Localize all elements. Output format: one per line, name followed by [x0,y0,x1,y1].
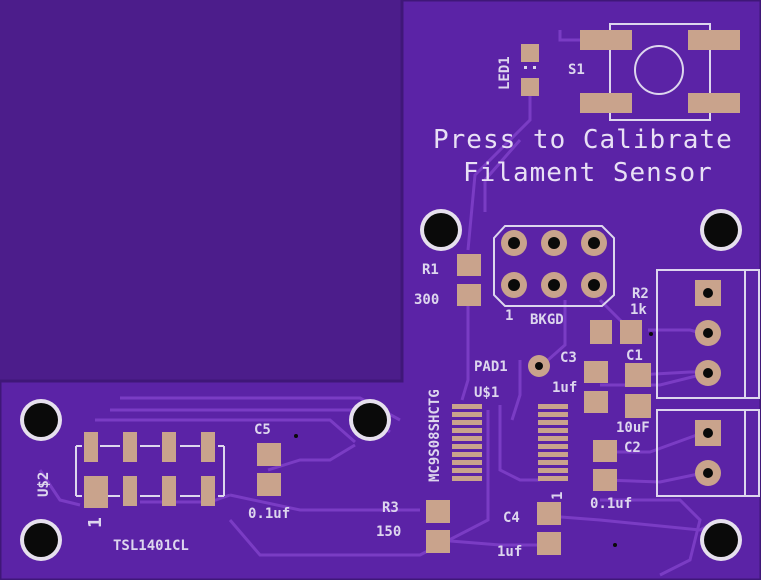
c2-pad [593,469,617,491]
switch-s1-footprint [580,23,740,121]
bkgd-pin1-label: 1 [505,308,513,324]
mcu-right-pins [538,404,568,481]
mounting-hole-icon [420,209,462,251]
c5-value: 0.1uf [248,506,290,522]
through-hole-pad-icon [695,280,721,306]
c2-pad [593,440,617,462]
through-hole-pad-icon [695,460,721,486]
c4-pad [537,532,561,555]
c3-label: C3 [560,350,577,366]
terminal-block-3pin [656,269,760,399]
c2-value: 0.1uf [590,496,632,512]
r2-value: 1k [630,302,647,318]
r2-pad [590,320,612,344]
mcu-pin1-label: 1 [550,492,566,500]
calibrate-text-line1: Press to Calibrate [433,125,733,155]
r1-label: R1 [422,262,439,278]
smd-pad-icon [580,30,632,50]
through-hole-pad-icon [541,272,567,298]
mounting-hole-icon [349,399,391,441]
c3-value: 1uf [552,380,577,396]
bkgd-label: BKGD [530,312,564,328]
mcu-left-pins [452,404,482,481]
r1-value: 300 [414,292,439,308]
r3-value: 150 [376,524,401,540]
c1-pad [625,363,651,387]
smd-pad-icon [688,30,740,50]
through-hole-pad-icon [581,272,607,298]
c5-label: C5 [254,422,271,438]
smd-pad-icon [521,44,539,62]
terminal-block-2pin [656,409,760,497]
sensor-part-label: TSL1401CL [113,538,189,554]
pad1-footprint [528,355,550,377]
mounting-hole-icon [20,519,62,561]
c5-pad [257,443,281,466]
mounting-hole-icon [20,399,62,441]
r1-pad [457,254,481,276]
c1-value: 10uF [616,420,650,436]
r1-pad [457,284,481,306]
led1-label: LED1 [497,56,513,90]
r2-pad [620,320,642,344]
c5-pad [257,473,281,496]
smd-pad-icon [580,93,632,113]
c3-pad [584,361,608,383]
c4-pad [537,502,561,525]
through-hole-pad-icon [501,230,527,256]
calibrate-text-line2: Filament Sensor [463,158,713,188]
c4-value: 1uf [497,544,522,560]
traces [38,30,721,577]
r2-label: R2 [632,286,649,302]
through-hole-pad-icon [501,272,527,298]
mounting-holes [20,209,742,561]
mcu-part-label: MC9S08SHCTG [427,389,443,482]
bkgd-header-footprint [493,225,615,307]
c4-label: C4 [503,510,520,526]
smd-pad-icon [521,78,539,96]
c1-label: C1 [626,348,643,364]
mounting-hole-icon [700,209,742,251]
r3-pad [426,500,450,523]
through-hole-pad-icon [695,360,721,386]
c1-pad [625,394,651,418]
led1-footprint [521,44,539,96]
sensor-u2-label: U$2 [36,472,52,497]
through-hole-pad-icon [541,230,567,256]
c2-label: C2 [624,440,641,456]
through-hole-pad-icon [581,230,607,256]
r3-label: R3 [382,500,399,516]
pad1-label: PAD1 [474,359,508,375]
r3-pad [426,530,450,553]
u1-label: U$1 [474,385,499,401]
sensor-pin1-label: 1 [85,517,106,528]
switch-s1-label: S1 [568,62,585,78]
through-hole-pad-icon [695,420,721,446]
c3-pad [584,391,608,413]
mounting-hole-icon [700,519,742,561]
smd-pad-icon [688,93,740,113]
sensor-u2-footprint [75,432,225,508]
through-hole-pad-icon [695,320,721,346]
